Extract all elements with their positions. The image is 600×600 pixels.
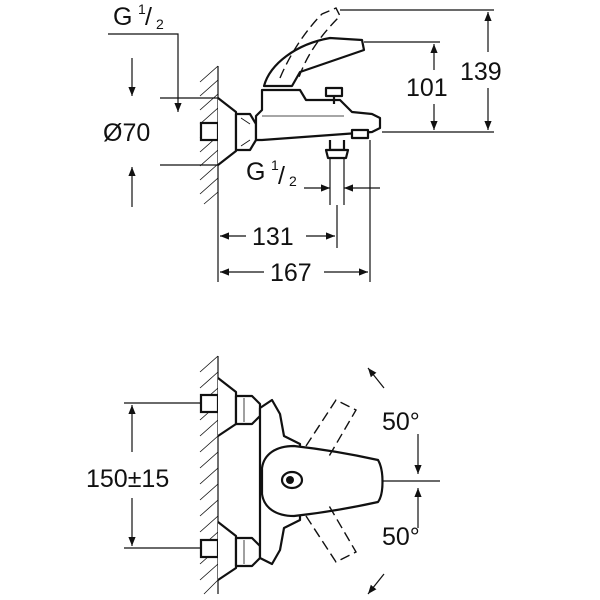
distance-label: 150±15	[86, 465, 169, 493]
thread-bottom-sub: 2	[289, 173, 297, 189]
height-dimensions: 101 139	[340, 9, 502, 133]
thread-dimension-top: G 1 / 2	[108, 1, 182, 112]
wall-front	[199, 355, 219, 595]
thread-top-g: G	[113, 3, 132, 31]
wall-connection-side	[199, 97, 258, 166]
mixer-body-front	[258, 398, 384, 566]
thread-bottom-g: G	[246, 158, 265, 186]
angle-bottom-label: 50°	[382, 523, 420, 551]
svg-text:/: /	[145, 3, 152, 31]
side-view: G 1 / 2 Ø70 G 1 / 2	[103, 1, 502, 287]
diameter-label: Ø70	[103, 119, 150, 147]
mixer-body-side	[254, 7, 382, 160]
svg-text:/: /	[278, 162, 285, 190]
distance-dimension: 150±15	[86, 402, 202, 549]
height-101-label: 101	[406, 74, 448, 102]
lower-connection-front	[199, 521, 262, 581]
depth-dimensions: 131 167	[217, 140, 371, 287]
front-view: 50° 50° 150±15	[86, 355, 440, 595]
thread-top-sup: 1	[138, 1, 146, 17]
diameter-dimension: Ø70	[103, 58, 218, 207]
thread-bottom-sup: 1	[271, 157, 279, 173]
thread-dimension-bottom: G 1 / 2	[246, 157, 380, 205]
angle-lines: 50° 50°	[367, 367, 440, 595]
angle-top-label: 50°	[382, 408, 420, 436]
height-139-label: 139	[460, 58, 502, 86]
depth-131-label: 131	[252, 223, 294, 251]
depth-167-label: 167	[270, 259, 312, 287]
thread-top-sub: 2	[156, 16, 164, 32]
